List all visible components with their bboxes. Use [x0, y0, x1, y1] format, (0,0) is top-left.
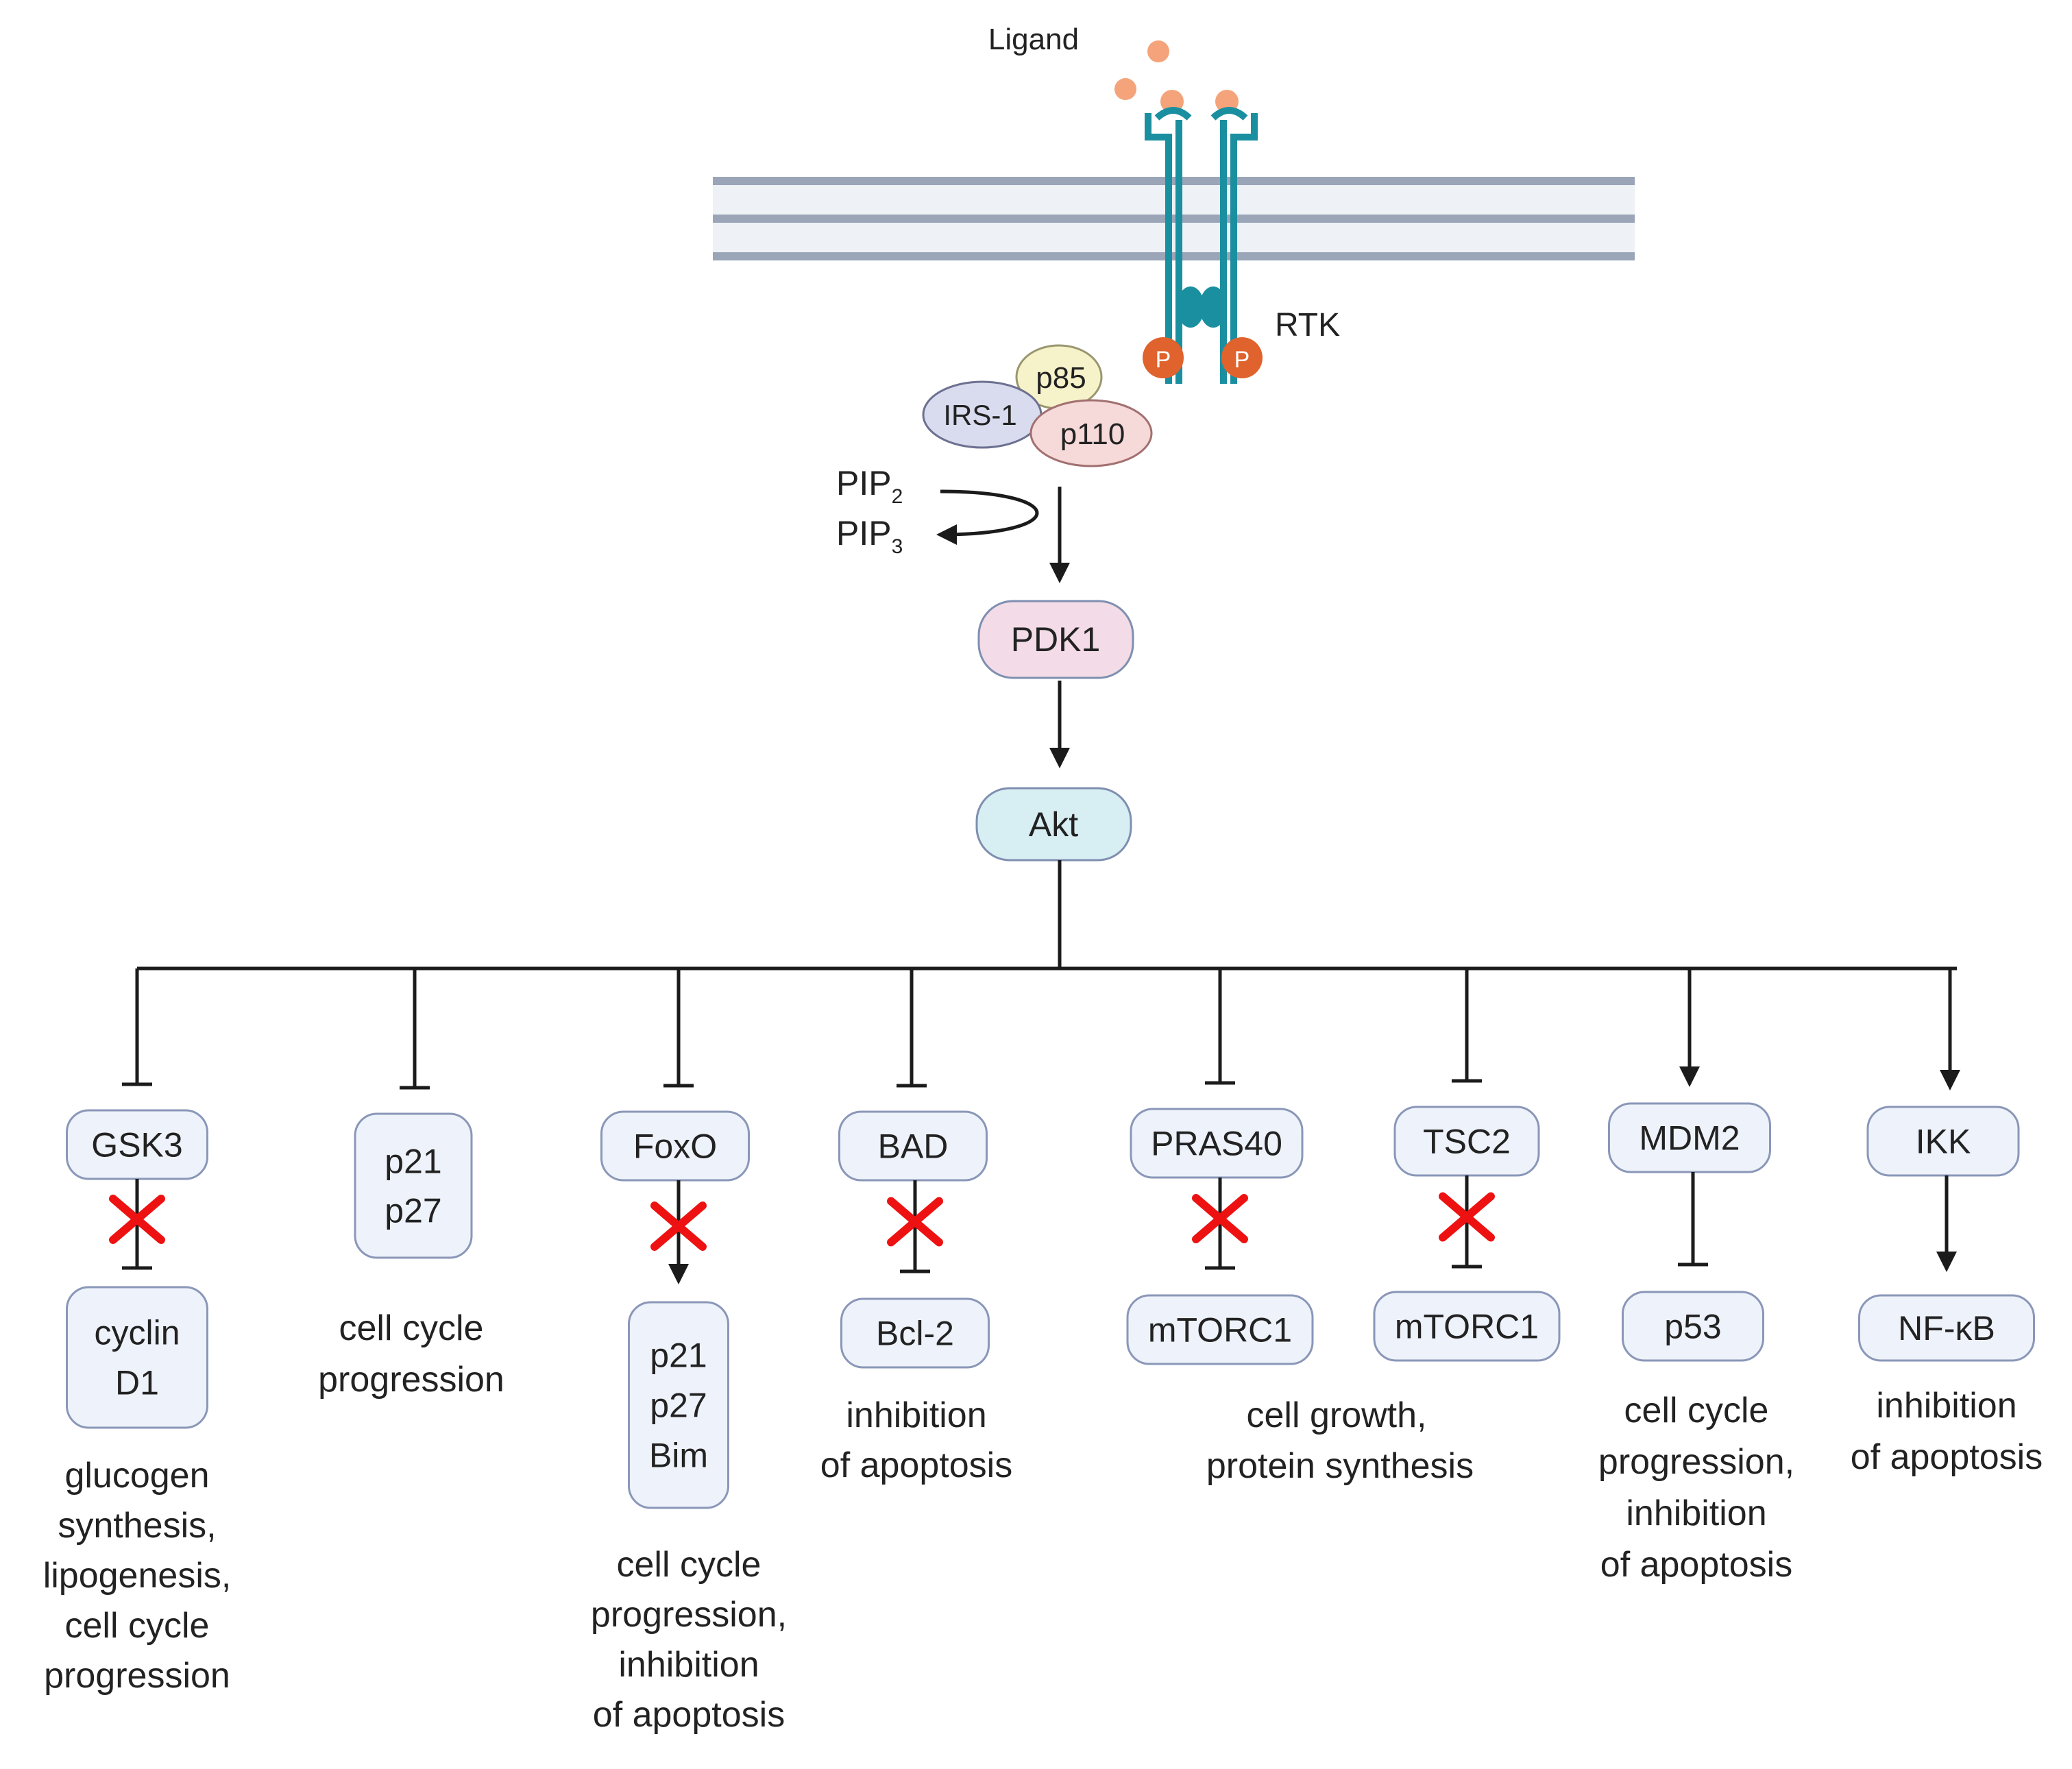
outcome-text: of apoptosis — [820, 1445, 1012, 1485]
p110-label: p110 — [1060, 417, 1125, 451]
outcome-text: glucogen — [64, 1456, 209, 1496]
downstream-node — [628, 1301, 729, 1509]
downstream-label: Bim — [649, 1437, 708, 1475]
target-label: GSK3 — [91, 1126, 182, 1164]
pip2-subscript: 2 — [892, 485, 903, 508]
phosphate-label: P — [1156, 347, 1171, 373]
blocked-cross-icon — [109, 1195, 165, 1244]
target-label: FoxO — [633, 1127, 717, 1166]
akt-node — [975, 787, 1132, 862]
outcome-text: of apoptosis — [1851, 1437, 2043, 1477]
blocked-cross-icon — [650, 1201, 707, 1251]
downstream-label: mTORC1 — [1148, 1311, 1292, 1350]
outcome-text: synthesis, — [58, 1506, 216, 1546]
downstream-label: Bcl-2 — [876, 1315, 954, 1353]
outcome-text: inhibition — [846, 1395, 986, 1435]
shared-outcome-line: protein synthesis — [1206, 1446, 1474, 1486]
outcome-text: inhibition — [1876, 1386, 2016, 1426]
downstream-node — [1622, 1291, 1764, 1362]
pip3-label: PIP3 — [836, 514, 903, 558]
outcome-text: cell cycle — [65, 1606, 210, 1646]
outcome-text: cell cycle — [1624, 1391, 1769, 1430]
ligand-molecule — [1114, 78, 1136, 100]
outcome-text: of apoptosis — [593, 1695, 785, 1735]
p110-subunit — [1029, 399, 1153, 467]
target-node — [838, 1110, 988, 1182]
rtk-label: RTK — [1275, 307, 1340, 343]
outcome-text: progression — [44, 1656, 230, 1696]
membrane-outer-layer — [713, 252, 1635, 260]
target-node — [354, 1112, 473, 1259]
pdk1-label: PDK1 — [1011, 620, 1101, 659]
outcome-text: lipogenesis, — [43, 1556, 232, 1596]
outcome-text: progression, — [591, 1595, 787, 1635]
p85-label: p85 — [1036, 361, 1086, 395]
outcome-text: inhibition — [618, 1645, 759, 1685]
pip2-label: PIP2 — [836, 464, 903, 508]
downstream-label: p27 — [650, 1387, 707, 1425]
downstream-label: NF-κB — [1898, 1309, 1995, 1347]
downstream-node — [1858, 1294, 2035, 1362]
outcome-text: progression — [318, 1360, 504, 1400]
pip2-to-pip3-arrow — [936, 489, 1039, 545]
target-node — [600, 1110, 750, 1182]
outcome-text: progression, — [1598, 1442, 1794, 1482]
ligand-molecule — [1160, 90, 1184, 113]
pip3-base: PIP — [836, 514, 892, 552]
pip3-subscript: 3 — [892, 535, 903, 558]
irs1-label: IRS-1 — [943, 399, 1016, 431]
outcome-text: of apoptosis — [1600, 1545, 1792, 1585]
downstream-label: p21 — [650, 1337, 707, 1375]
phosphate-label: P — [1234, 347, 1250, 373]
outcome-text: inhibition — [1626, 1493, 1766, 1533]
ligand-molecule — [1147, 40, 1169, 62]
membrane-inner-layer — [713, 215, 1635, 223]
downstream-label: cyclin — [94, 1314, 180, 1352]
downstream-node — [1373, 1291, 1561, 1362]
pdk1-node — [977, 600, 1134, 679]
ligand-label: Ligand — [988, 23, 1079, 56]
target-label: MDM2 — [1639, 1119, 1740, 1158]
target-label: p27 — [385, 1192, 441, 1230]
blocked-cross-icon — [1439, 1192, 1495, 1242]
pip2-base: PIP — [836, 464, 892, 502]
target-label: BAD — [878, 1127, 949, 1166]
downstream-node — [66, 1286, 208, 1429]
phosphate-icon — [1221, 337, 1263, 378]
rtk-receptor — [1145, 107, 1258, 384]
membrane-outer-layer — [713, 177, 1635, 185]
akt-label: Akt — [1029, 805, 1078, 844]
outcome-text: cell cycle — [339, 1308, 484, 1348]
target-label: p21 — [385, 1143, 441, 1181]
downstream-label: mTORC1 — [1395, 1308, 1539, 1346]
downstream-node — [840, 1297, 990, 1369]
target-node — [1866, 1106, 2020, 1177]
cell-membrane — [713, 177, 1635, 260]
target-node — [1608, 1102, 1771, 1173]
phosphate-icon — [1143, 337, 1184, 378]
shared-outcome-line: cell growth, — [1247, 1395, 1427, 1435]
target-label: TSC2 — [1423, 1123, 1511, 1161]
blocked-cross-icon — [1192, 1194, 1248, 1243]
downstream-label: p53 — [1664, 1308, 1721, 1346]
target-node — [1130, 1108, 1304, 1179]
blocked-cross-icon — [887, 1197, 943, 1247]
target-label: IKK — [1916, 1123, 1971, 1161]
target-label: PRAS40 — [1151, 1125, 1282, 1163]
downstream-label: D1 — [115, 1364, 159, 1402]
downstream-node — [1126, 1294, 1314, 1365]
outcome-text: cell cycle — [617, 1545, 761, 1585]
